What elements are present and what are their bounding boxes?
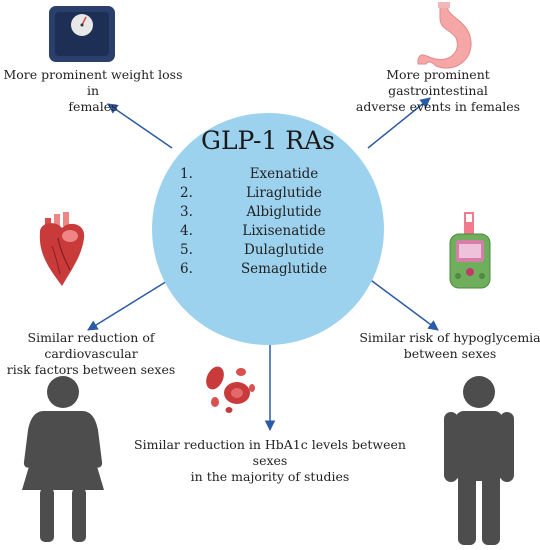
drug-number: 5. bbox=[180, 242, 193, 258]
arrow-to-cardio bbox=[87, 277, 173, 331]
weight-caption-line1: More prominent weight loss in bbox=[3, 67, 183, 98]
drug-name: Dulaglutide bbox=[244, 242, 324, 258]
heart-icon bbox=[39, 212, 85, 286]
blood-cells-icon bbox=[206, 366, 255, 413]
drug-number: 6. bbox=[180, 261, 193, 277]
drug-number: 4. bbox=[180, 223, 193, 239]
center-circle bbox=[152, 113, 384, 345]
drug-name: Exenatide bbox=[249, 166, 319, 182]
hba1c-caption-line1: Similar reduction in HbA1c levels betwee… bbox=[134, 437, 406, 468]
glucometer-icon bbox=[449, 212, 491, 289]
drug-name: Semaglutide bbox=[240, 261, 328, 277]
weight-caption-line2: females bbox=[68, 99, 118, 114]
gi-caption-line2: adverse events in females bbox=[355, 99, 521, 114]
gi-caption: More prominent gastrointestinal adverse … bbox=[336, 67, 540, 115]
center-title: GLP-1 RAs bbox=[200, 126, 336, 155]
female-figure-icon bbox=[22, 376, 104, 542]
stomach-icon bbox=[417, 2, 472, 69]
drug-name: Liraglutide bbox=[246, 185, 322, 201]
hypo-caption-line2: between sexes bbox=[403, 346, 497, 361]
cardio-caption: Similar reduction of cardiovascular risk… bbox=[0, 330, 182, 378]
cardio-caption-line1: Similar reduction of cardiovascular bbox=[27, 330, 155, 361]
drug-name: Albiglutide bbox=[246, 204, 322, 220]
hba1c-caption: Similar reduction in HbA1c levels betwee… bbox=[132, 437, 408, 485]
hypo-caption: Similar risk of hypoglycemia between sex… bbox=[355, 330, 540, 362]
drug-number: 2. bbox=[180, 185, 193, 201]
hypo-caption-line1: Similar risk of hypoglycemia bbox=[359, 330, 540, 345]
gi-caption-line1: More prominent gastrointestinal bbox=[386, 67, 490, 98]
arrow-to-hypo bbox=[367, 277, 439, 331]
arrow-to-weight bbox=[107, 103, 173, 149]
drug-item: 1. Exenatide bbox=[180, 166, 360, 184]
drug-name: Lixisenatide bbox=[242, 223, 326, 239]
arrow-to-gi bbox=[367, 97, 431, 149]
drug-item: 2. Liraglutide bbox=[180, 185, 360, 203]
drug-item: 3. Albiglutide bbox=[180, 204, 360, 222]
weight-caption: More prominent weight loss in females bbox=[0, 67, 186, 115]
drug-number: 3. bbox=[180, 204, 193, 220]
drug-item: 4. Lixisenatide bbox=[180, 223, 360, 241]
scale-icon bbox=[49, 6, 115, 62]
male-figure-icon bbox=[444, 376, 514, 545]
cardio-caption-line2: risk factors between sexes bbox=[6, 362, 176, 377]
drug-item: 5. Dulaglutide bbox=[180, 242, 360, 260]
drug-item: 6. Semaglutide bbox=[180, 261, 360, 279]
drug-number: 1. bbox=[180, 166, 193, 182]
hba1c-caption-line2: in the majority of studies bbox=[190, 469, 350, 484]
